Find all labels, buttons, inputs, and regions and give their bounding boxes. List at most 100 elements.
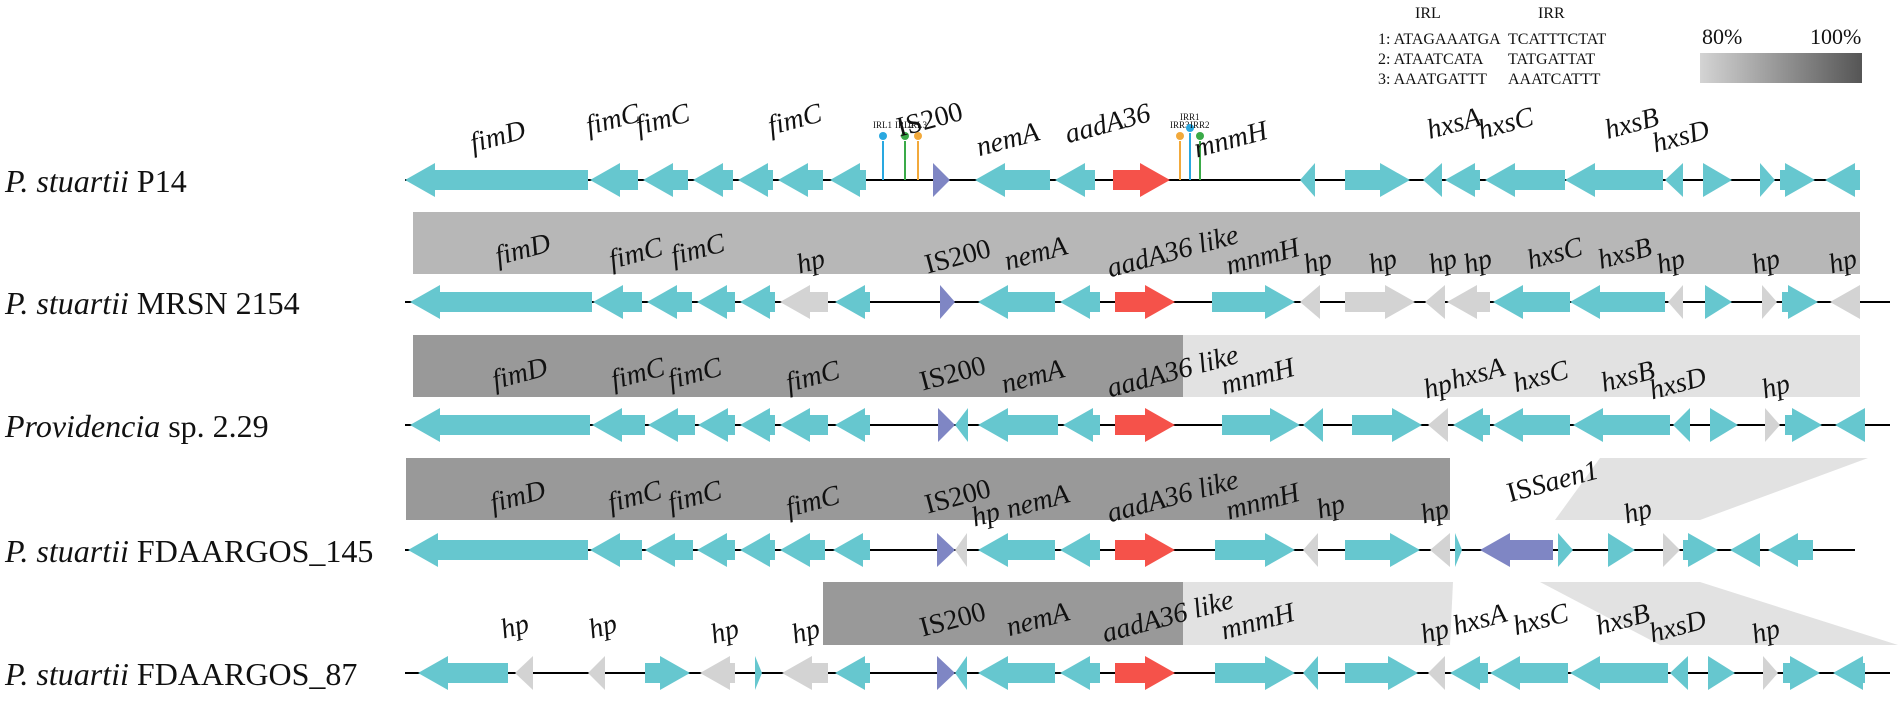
gene-arrow: [1493, 408, 1570, 442]
gene-arrow: [1352, 408, 1422, 442]
gene-arrow: [1345, 656, 1418, 690]
gene-arrow: [1665, 163, 1683, 197]
similarity-block: [1540, 582, 1898, 645]
aada36-arrow: [1113, 163, 1170, 197]
identity-gradient-bar: [1700, 53, 1862, 83]
gene-arrow: [1445, 163, 1480, 197]
gene-arrow: [1222, 408, 1300, 442]
hypothetical-protein-arrow: [588, 656, 605, 690]
ir-pin-label: IRL3: [908, 120, 927, 130]
gene-arrow: [1730, 533, 1760, 567]
gene-arrow: [978, 533, 1055, 567]
is200-arrow: [937, 533, 955, 567]
hypothetical-protein-arrow: [1425, 285, 1445, 319]
gene-arrow: [778, 163, 823, 197]
gene-arrow: [697, 285, 735, 319]
aada36-arrow: [1115, 533, 1175, 567]
gene-arrow: [1300, 163, 1315, 197]
gene-arrow: [1055, 163, 1095, 197]
gene-arrow: [1490, 656, 1568, 690]
irr-row-2: TATGATTAT: [1508, 51, 1595, 68]
gene-arrow: [738, 163, 773, 197]
gene-arrow: [408, 533, 588, 567]
gene-arrow: [592, 408, 645, 442]
gene-arrow: [1453, 408, 1490, 442]
gene-arrow: [1570, 656, 1668, 690]
is200-arrow: [938, 408, 955, 442]
hypothetical-protein-arrow: [1763, 656, 1778, 690]
hypothetical-protein-arrow: [1428, 408, 1448, 442]
gene-arrow: [1573, 408, 1670, 442]
similarity-block: [413, 212, 1860, 274]
gene-arrow: [1708, 656, 1735, 690]
gene-arrow: [1493, 285, 1570, 319]
is200-arrow: [937, 656, 955, 690]
gene-arrow: [833, 533, 870, 567]
ir-pin-head: [914, 132, 922, 140]
gene-label: fimD: [467, 115, 529, 159]
gene-label: hxsA: [1423, 102, 1484, 146]
gene-arrow: [978, 285, 1055, 319]
gene-label: hp: [707, 613, 742, 650]
strain-label-p14: P. stuartii P14: [4, 163, 187, 199]
gene-arrow: [1825, 163, 1860, 197]
ir-legend: IRL IRR 1: ATAGAAATGA TCATTTCTAT 2: ATAA…: [1378, 5, 1606, 88]
gene-arrow: [740, 533, 775, 567]
scale-max-label: 100%: [1810, 24, 1861, 49]
gene-arrow: [1215, 656, 1295, 690]
gene-arrow: [978, 656, 1055, 690]
hypothetical-protein-arrow: [955, 533, 967, 567]
is200-arrow: [933, 163, 950, 197]
gene-arrow: [1835, 408, 1865, 442]
gene-arrow: [645, 656, 690, 690]
gene-arrow: [1215, 533, 1295, 567]
gene-arrow: [975, 163, 1050, 197]
gene-arrow: [830, 163, 866, 197]
gene-label: IS200: [893, 96, 966, 143]
gene-label: hp: [497, 608, 532, 645]
gene-label: aadA36: [1062, 98, 1154, 150]
ir-pin-head: [1196, 132, 1204, 140]
irl-header: IRL: [1415, 5, 1441, 22]
gene-arrow: [697, 533, 735, 567]
gene-arrow: [590, 533, 642, 567]
gene-arrow: [1345, 533, 1420, 567]
gene-arrow: [1710, 408, 1738, 442]
hypothetical-protein-arrow: [1830, 285, 1860, 319]
irr-row-3: AAATCATTT: [1508, 71, 1601, 88]
ir-pin-head: [1186, 124, 1194, 132]
gene-arrow: [1303, 656, 1318, 690]
similarity-block: [1555, 458, 1868, 520]
ir-pin-label: IRR1: [1180, 112, 1200, 122]
gene-arrow: [755, 656, 762, 690]
strain-label-fdaargos87: P. stuartii FDAARGOS_87: [4, 656, 357, 692]
gene-arrow: [647, 285, 692, 319]
hypothetical-protein-arrow: [515, 656, 533, 690]
gene-arrow: [1785, 408, 1822, 442]
irr-row-1: TCATTTCTAT: [1508, 31, 1606, 48]
gene-arrow: [590, 163, 638, 197]
ir-pin-label: IRR3: [1170, 120, 1190, 130]
hypothetical-protein-arrow: [1762, 285, 1777, 319]
gene-arrow: [1673, 408, 1690, 442]
gene-arrow: [1212, 285, 1295, 319]
gene-label: hp: [788, 613, 823, 650]
irl-row-2: 2: ATAATCATA: [1378, 51, 1484, 68]
gene-arrow: [643, 163, 688, 197]
hypothetical-protein-arrow: [782, 656, 828, 690]
identity-scale: 80% 100%: [1700, 24, 1862, 83]
ir-pin-head: [901, 132, 909, 140]
hypothetical-protein-arrow: [1300, 285, 1320, 319]
gene-label: hp: [585, 608, 620, 645]
hypothetical-protein-arrow: [780, 285, 828, 319]
gene-label: fimC: [764, 98, 825, 142]
aada36-arrow: [1115, 408, 1175, 442]
gene-label: nemA: [973, 116, 1043, 163]
gene-arrow: [1760, 163, 1775, 197]
gene-arrow: [1833, 656, 1865, 690]
gene-arrow: [1450, 656, 1488, 690]
gene-arrow: [780, 533, 825, 567]
ir-pin-label: IRR2: [1190, 120, 1210, 130]
